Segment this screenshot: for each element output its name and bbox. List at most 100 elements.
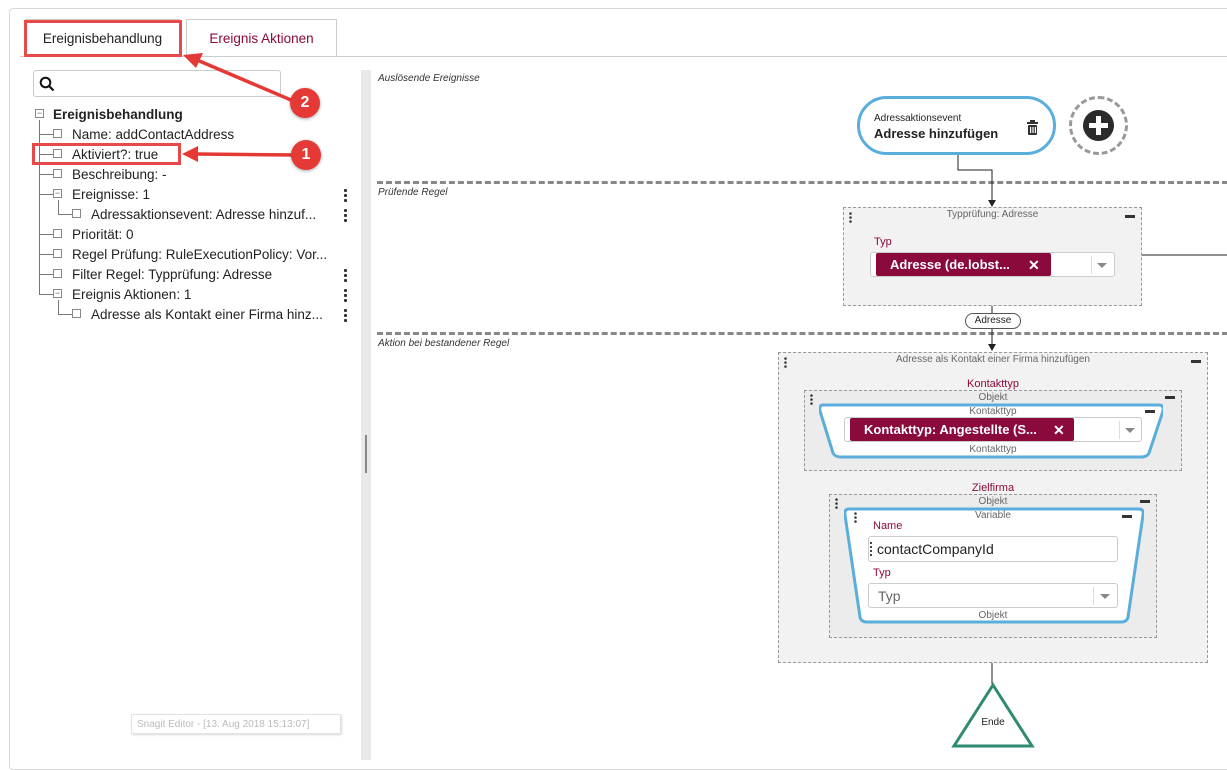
tree-connector [39, 254, 53, 255]
search-input[interactable] [33, 70, 281, 97]
param-object-type: Objekt [978, 496, 1008, 507]
tree-item-prioritaet[interactable]: Priorität: 0 [72, 227, 134, 242]
tree-connector [39, 134, 53, 135]
tree-connector [58, 314, 72, 315]
event-node-name: Adresse hinzufügen [874, 126, 999, 141]
action-node[interactable]: Adresse als Kontakt einer Firma hinzufüg… [778, 352, 1208, 663]
rule-node-title: Typprüfung: Adresse [946, 209, 1039, 220]
section-divider [377, 181, 1227, 184]
tree-node-icon [72, 209, 81, 218]
kebab-menu-icon[interactable] [810, 394, 813, 405]
tree-node-icon [53, 249, 62, 258]
end-node[interactable] [951, 682, 1035, 748]
tree-item-filter-regel[interactable]: Filter Regel: Typprüfung: Adresse [72, 267, 273, 282]
tree-node-icon [72, 309, 81, 318]
tree-connector [39, 154, 53, 155]
action-node-title: Adresse als Kontakt einer Firma hinzufüg… [896, 354, 1090, 365]
tree-item-adresse-als-kontakt[interactable]: Adresse als Kontakt einer Firma hinz... [91, 307, 323, 322]
variable-name-input[interactable]: contactCompanyId [868, 536, 1118, 562]
tree-connector [39, 120, 40, 295]
tree-connector [58, 300, 59, 315]
chevron-down-icon [1125, 428, 1135, 433]
kebab-menu-icon[interactable] [344, 309, 347, 323]
tree-connector [39, 174, 53, 175]
param-kontakttyp-label: Kontakttyp [967, 378, 1019, 390]
section-label-trigger: Auslösende Ereignisse [378, 73, 480, 84]
name-label: Name [873, 520, 903, 532]
param-footer: Kontakttyp [969, 444, 1017, 455]
tab-ereignisbehandlung[interactable]: Ereignisbehandlung [25, 19, 180, 57]
collapse-icon[interactable] [1122, 515, 1132, 518]
tree-item-aktiviert[interactable]: Aktiviert?: true [72, 147, 159, 162]
tree-connector [39, 294, 53, 295]
snagit-watermark: Snagit Editor - [13. Aug 2018 15:13:07] [131, 714, 341, 734]
kontakttyp-chip[interactable]: Kontakttyp: Angestellte (S... ✕ [850, 418, 1074, 441]
chevron-down-icon [1100, 594, 1110, 599]
param-zielfirma-container[interactable]: Objekt Variable Name contactCompanyId Ty… [829, 494, 1157, 638]
tree-item-ereignisse[interactable]: Ereignisse: 1 [72, 187, 151, 202]
search-icon [39, 76, 55, 92]
collapse-toggle[interactable]: − [35, 108, 44, 118]
kebab-menu-icon[interactable] [784, 357, 787, 368]
param-object-type: Objekt [978, 392, 1008, 403]
plus-icon [1083, 110, 1114, 141]
event-node[interactable]: Adressaktionsevent Adresse hinzufügen [857, 96, 1056, 155]
rule-field-label: Typ [874, 236, 892, 248]
chevron-down-icon [1097, 263, 1107, 268]
param-footer: Objekt [978, 610, 1008, 621]
event-node-type: Adressaktionsevent [874, 113, 962, 124]
end-node-label: Ende [981, 717, 1005, 728]
drag-handle-icon[interactable] [870, 542, 874, 556]
kebab-menu-icon[interactable] [835, 498, 838, 509]
annotation-badge-1: 1 [291, 140, 321, 170]
kebab-menu-icon[interactable] [849, 212, 852, 223]
tree-item-ereignis-aktionen[interactable]: Ereignis Aktionen: 1 [72, 287, 192, 302]
section-label-check: Prüfende Regel [378, 187, 448, 198]
add-event-button[interactable] [1069, 96, 1128, 155]
tree-node-icon [53, 229, 62, 238]
rule-node[interactable]: Typprüfung: Adresse Typ Adresse (de.lobs… [843, 207, 1142, 306]
tree-item-name[interactable]: Name: addContactAddress [72, 127, 235, 142]
tree-connector [39, 194, 53, 195]
tree-root[interactable]: Ereignisbehandlung [53, 107, 183, 122]
collapse-toggle[interactable]: − [53, 288, 62, 298]
tree-item-beschreibung[interactable]: Beschreibung: - [72, 167, 167, 182]
kebab-menu-icon[interactable] [344, 189, 347, 203]
collapse-icon[interactable] [1140, 500, 1150, 503]
param-kontakttyp-container[interactable]: Objekt Kontakttyp Kontakttyp: Angestellt… [804, 390, 1182, 471]
section-label-action: Aktion bei bestandener Regel [378, 338, 510, 349]
tab-highlight [24, 20, 182, 57]
panel-splitter[interactable] [361, 70, 371, 760]
item-highlight [32, 143, 181, 165]
type-chip-label: Adresse (de.lobst... [890, 257, 1010, 272]
kebab-menu-icon[interactable] [344, 289, 347, 303]
close-icon[interactable]: ✕ [1053, 422, 1065, 438]
param-inner-title: Kontakttyp [969, 406, 1017, 417]
collapse-icon[interactable] [1165, 396, 1175, 399]
kebab-menu-icon[interactable] [344, 209, 347, 223]
tree-item-regel-pruefung[interactable]: Regel Prüfung: RuleExecutionPolicy: Vor.… [72, 247, 328, 262]
annotation-arrows [182, 53, 299, 162]
collapse-icon[interactable] [1145, 410, 1155, 413]
type-chip[interactable]: Adresse (de.lobst... ✕ [876, 253, 1051, 276]
typ-select[interactable]: Typ [868, 583, 1118, 608]
collapse-toggle[interactable]: − [53, 188, 62, 198]
tree-node-icon [53, 169, 62, 178]
collapse-icon[interactable] [1191, 360, 1201, 363]
kebab-menu-icon[interactable] [854, 512, 857, 523]
typ-select-placeholder: Typ [878, 588, 901, 604]
edge-label: Adresse [965, 313, 1021, 329]
tree-connector [58, 200, 59, 215]
param-inner-title: Variable [975, 510, 1011, 521]
collapse-icon[interactable] [1125, 215, 1135, 218]
tree-node-icon [53, 269, 62, 278]
typ-label: Typ [873, 567, 891, 579]
kebab-menu-icon[interactable] [344, 269, 347, 283]
splitter-grip[interactable] [365, 435, 367, 473]
tree-item-adressaktionsevent[interactable]: Adressaktionsevent: Adresse hinzuf... [91, 207, 317, 222]
variable-name-value: contactCompanyId [877, 541, 994, 557]
tree-connector [39, 274, 53, 275]
tab-ereignis-aktionen[interactable]: Ereignis Aktionen [186, 19, 337, 57]
close-icon[interactable]: ✕ [1028, 257, 1040, 273]
trash-icon[interactable] [1026, 120, 1039, 135]
